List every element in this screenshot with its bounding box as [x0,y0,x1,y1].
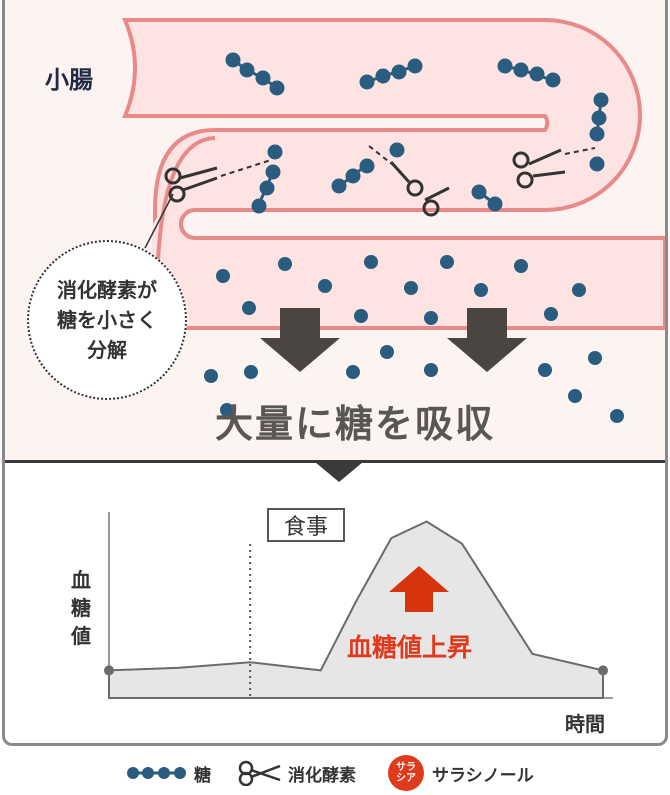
badge-text-top: サラ [396,762,416,773]
legend-enzyme: 消化酵素 [238,752,356,794]
absorption-arrow-left [260,308,340,372]
blood-sugar-chart [104,512,613,699]
rise-label: 血糖値上昇 [347,633,473,662]
organ-label: 小腸 [45,66,93,94]
scissors-icon [164,159,272,203]
section-divider [5,460,665,463]
intestine-panel: 小腸 消化酵素が 糖を小さく 分解 大量に糖を吸収 [5,0,665,460]
absorption-arrow-right [447,308,527,372]
curve-start-point [104,665,114,676]
salacinol-badge-icon: サラ シア [388,755,424,791]
badge-text-bottom: シア [396,773,416,784]
legend: 糖 消化酵素 サラ シア サラシノール [0,752,670,794]
sugar-chain-icon [225,52,609,214]
enzyme-note-line: 消化酵素が [57,278,157,302]
curve-end-point [598,665,608,676]
rise-arrow-icon [389,566,449,612]
glucose-dots [204,255,624,423]
enzyme-note-line: 糖を小さく [57,308,157,332]
legend-salacinol: サラ シア サラシノール [388,752,534,794]
x-axis-label: 時間 [565,712,605,736]
enzyme-note: 消化酵素が 糖を小さく 分解 [27,240,187,400]
legend-enzyme-label: 消化酵素 [288,765,356,786]
meal-label: 食事 [267,508,345,542]
figure-frame: 小腸 消化酵素が 糖を小さく 分解 大量に糖を吸収 食事 血糖値 時間 血糖値上… [2,0,668,746]
sugar-chain-icon [127,767,186,779]
legend-salacinol-label: サラシノール [432,765,534,786]
intestine-illustration [122,18,665,423]
legend-sugar: 糖 [126,752,211,794]
y-axis-label: 血糖値 [71,568,91,648]
legend-sugar-label: 糖 [194,765,211,786]
enzyme-note-line: 分解 [87,338,127,362]
section-pointer [315,462,363,482]
scissors-icon [238,760,281,786]
blood-sugar-area [108,520,604,699]
absorption-caption: 大量に糖を吸収 [215,402,496,446]
